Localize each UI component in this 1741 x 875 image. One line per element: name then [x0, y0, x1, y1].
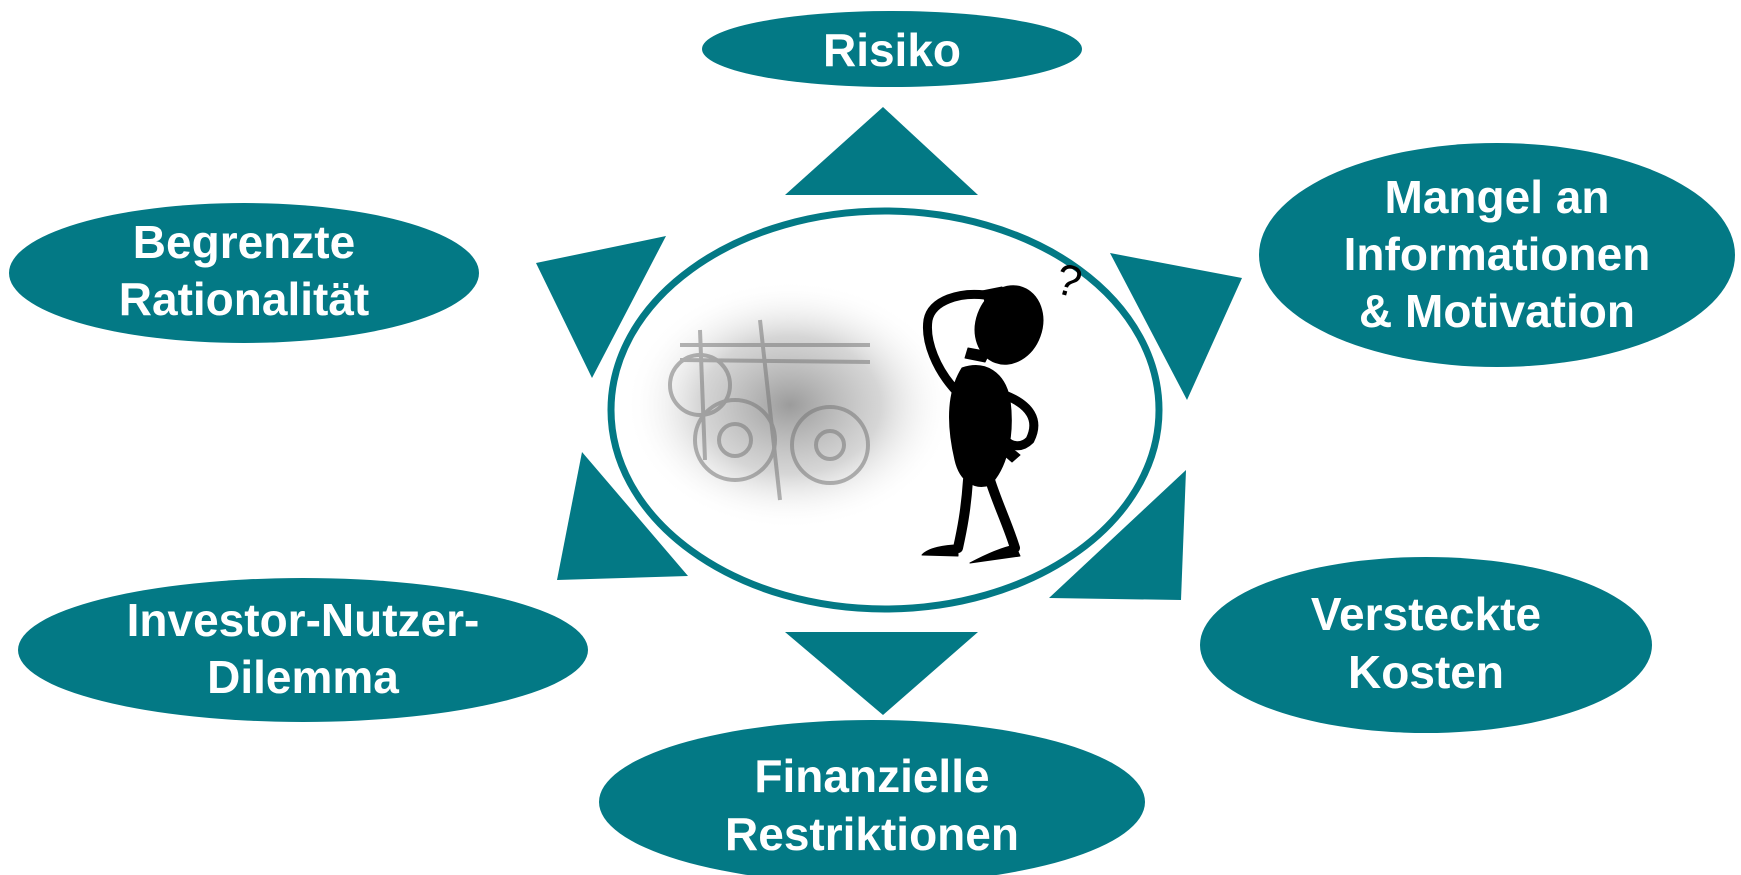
node-mangel: Mangel an Informationen & Motivation [1259, 143, 1735, 367]
node-versteckte: Versteckte Kosten [1200, 557, 1652, 733]
node-ellipse [18, 578, 588, 722]
node-label-line: Versteckte [1311, 588, 1541, 640]
node-label-line: Finanzielle [754, 750, 989, 802]
node-label-line: Investor-Nutzer- [127, 594, 480, 646]
center-element: ? [607, 207, 1163, 613]
node-label-line: Informationen [1344, 228, 1651, 280]
machinery-photo [625, 280, 955, 530]
arrow-triangle-begrenzte [536, 236, 666, 378]
node-investor: Investor-Nutzer- Dilemma [18, 578, 588, 722]
node-risiko: Risiko [702, 11, 1082, 87]
node-ellipse [1259, 143, 1735, 367]
node-finanzielle: Finanzielle Restriktionen [599, 720, 1145, 875]
node-label-line: Mangel an [1385, 171, 1610, 223]
arrow-triangle-mangel [1110, 253, 1242, 400]
node-label-line: Dilemma [207, 651, 399, 703]
node-label-line: Begrenzte [133, 216, 355, 268]
arrow-triangle-investor [557, 452, 688, 580]
node-begrenzte: Begrenzte Rationalität [9, 203, 479, 343]
node-label-line: Restriktionen [725, 808, 1019, 860]
node-ellipse [702, 11, 1082, 87]
confused-person-icon [921, 285, 1044, 564]
node-label-line: Risiko [823, 24, 961, 76]
node-ellipse [9, 203, 479, 343]
node-label-line: Rationalität [119, 273, 369, 325]
arrow-triangle-versteckte [1049, 470, 1186, 600]
arrow-triangle-risiko [785, 107, 978, 195]
node-ellipse [1200, 557, 1652, 733]
node-ellipse [599, 720, 1145, 875]
arrow-triangle-finanzielle [785, 632, 978, 715]
node-label-line: & Motivation [1359, 285, 1635, 337]
arrow-triangles [536, 107, 1242, 715]
node-label-line: Kosten [1348, 646, 1504, 698]
